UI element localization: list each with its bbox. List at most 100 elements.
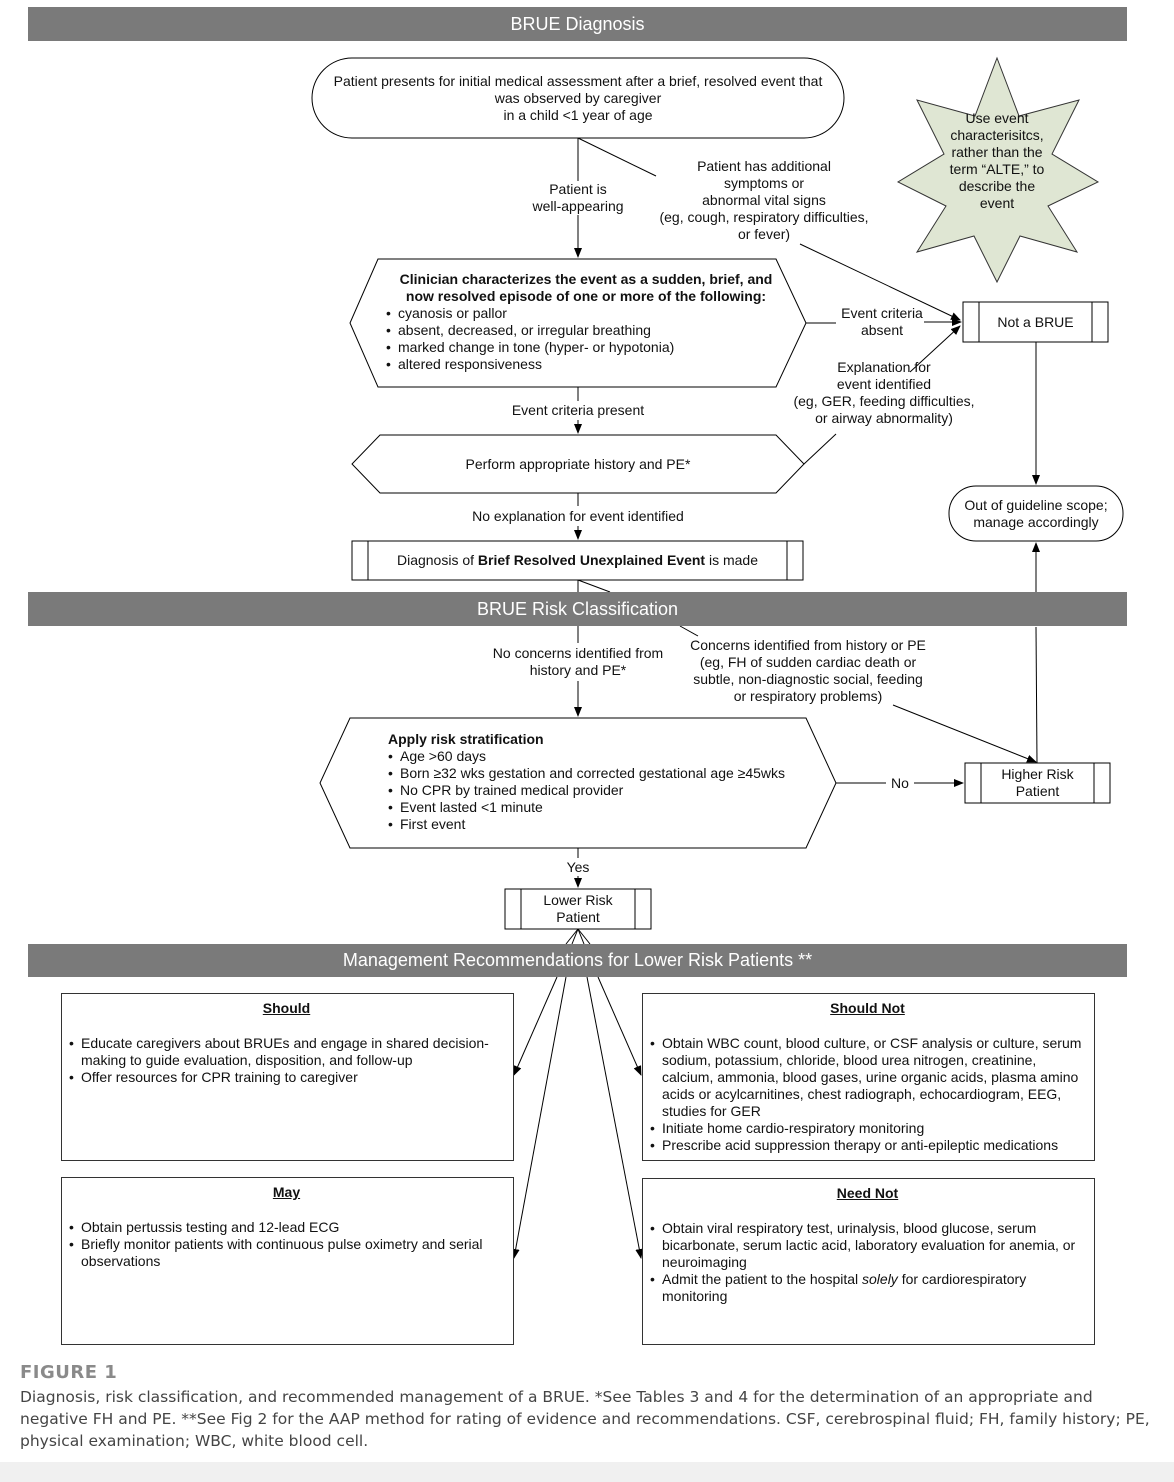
label-line: well-appearing [532,198,624,214]
history-pe-node: Perform appropriate history and PE* [465,455,691,472]
need-not-item2-pre: Admit the patient to the hospital [662,1271,863,1287]
label-explanation-identified: Explanation for event identified (eg, GE… [782,359,986,427]
should-item: Educate caregivers about BRUEs and engag… [66,1035,507,1069]
label-line: symptoms or [723,175,805,191]
history-hexagon-shape [351,434,805,494]
star-note-shape [896,56,1100,284]
need-not-item: Obtain viral respiratory test, urinalysi… [647,1220,1088,1271]
should-not-item: Initiate home cardio-respiratory monitor… [647,1120,1088,1137]
page-bottom-bar [0,1462,1174,1482]
label-additional-symptoms: Patient has additional symptoms or abnor… [648,158,880,243]
higher-risk-line: Higher Risk [1001,766,1074,782]
label-no-explanation: No explanation for event identified [472,508,684,524]
lower-risk-line: Patient [556,909,600,925]
should-box: Should Educate caregivers about BRUEs an… [61,993,514,1161]
label-line: Concerns identified from history or PE [690,637,926,653]
may-box: May Obtain pertussis testing and 12-lead… [61,1177,514,1345]
lower-risk-node: Lower Risk Patient [505,889,651,929]
label-event-criteria-present: Event criteria present [511,402,645,418]
risk-node: Apply risk stratification Age >60 days B… [388,731,808,833]
need-not-box: Need Not Obtain viral respiratory test, … [642,1178,1095,1345]
should-not-list: Obtain WBC count, blood culture, or CSF … [647,1035,1088,1154]
should-title: Should [262,1000,311,1016]
star-note-line: rather than the [951,144,1043,160]
label-line: Event criteria [841,305,923,321]
out-of-scope-shape [948,485,1124,542]
clinician-item: absent, decreased, or irregular breathin… [383,322,786,339]
out-of-scope-line: manage accordingly [973,513,1099,530]
lower-risk-box-shape [504,888,652,930]
should-list: Educate caregivers about BRUEs and engag… [66,1035,507,1086]
label-concerns: Concerns identified from history or PE (… [668,637,948,705]
may-list: Obtain pertussis testing and 12-lead ECG… [66,1219,507,1270]
lower-risk-line: Lower Risk [543,892,613,908]
section-header-management: Management Recommendations for Lower Ris… [28,944,1127,977]
may-item: Briefly monitor patients with continuous… [66,1236,507,1270]
risk-item: Born ≥32 wks gestation and corrected ges… [385,765,808,782]
need-not-title: Need Not [836,1185,899,1201]
label-line: No concerns identified from [492,645,664,661]
label-line: absent [860,322,904,338]
clinician-list: cyanosis or pallor absent, decreased, or… [383,305,786,373]
label-line: or respiratory problems) [733,688,883,704]
clinician-item: cyanosis or pallor [383,305,786,322]
star-note-line: characterisitcs, [950,127,1044,143]
out-of-scope-node: Out of guideline scope; manage according… [949,486,1123,541]
need-not-item: Admit the patient to the hospital solely… [647,1271,1088,1305]
need-not-item2-post: for cardiorespiratory monitoring [662,1271,1027,1304]
star-note-line: describe the [958,178,1036,194]
higher-risk-line: Patient [1015,783,1060,799]
should-not-box: Should Not Obtain WBC count, blood cultu… [642,993,1095,1161]
risk-item: First event [385,816,808,833]
label-line: (eg, FH of sudden cardiac death or [699,654,917,670]
start-line-3: in a child <1 year of age [503,106,653,123]
not-brue-node: Not a BRUE [997,313,1074,330]
should-item: Offer resources for CPR training to care… [66,1069,507,1086]
risk-item: No CPR by trained medical provider [385,782,808,799]
label-no-concerns: No concerns identified from history and … [478,645,678,679]
clinician-item: altered responsiveness [383,356,786,373]
label-line: (eg, GER, feeding difficulties, [793,393,975,409]
should-not-item: Prescribe acid suppression therapy or an… [647,1137,1088,1154]
need-not-list: Obtain viral respiratory test, urinalysi… [647,1220,1088,1305]
higher-risk-node: Higher Risk Patient [965,763,1110,803]
section-header-risk: BRUE Risk Classification [28,592,1127,626]
star-note: Use event characterisitcs, rather than t… [930,110,1064,212]
clinician-node: Clinician characterizes the event as a s… [386,271,786,373]
risk-heading: Apply risk stratification [388,731,544,747]
label-line: or airway abnormality) [815,410,953,426]
clinician-heading-1: Clinician characterizes the event as a s… [399,271,773,287]
clinician-item: marked change in tone (hyper- or hypoton… [383,339,786,356]
label-no: No [886,775,914,792]
label-line: event identified [836,376,932,392]
section-header-diagnosis: BRUE Diagnosis [28,7,1127,41]
need-not-item2-emphasis: solely [862,1271,898,1287]
label-line: or fever) [737,226,791,242]
diagnosis-bold: Brief Resolved Unexplained Event [477,552,706,568]
start-line-2: was observed by caregiver [494,89,662,106]
may-item: Obtain pertussis testing and 12-lead ECG [66,1219,507,1236]
label-line: Patient is [549,181,607,197]
label-line: Explanation for [837,359,931,375]
diagnosis-node: Diagnosis of Brief Resolved Unexplained … [352,541,803,580]
risk-item: Age >60 days [385,748,808,765]
may-title: May [272,1184,301,1200]
label-yes: Yes [566,859,590,875]
label-line: history and PE* [529,662,627,678]
label-line: Patient has additional [697,158,831,174]
figure-caption-text: Diagnosis, risk classification, and reco… [20,1388,1150,1450]
start-line-1: Patient presents for initial medical ass… [333,72,823,89]
diagnosis-text: Diagnosis of Brief Resolved Unexplained … [397,552,758,569]
should-not-title: Should Not [830,1000,905,1016]
label-line: subtle, non-diagnostic social, feeding [693,671,923,687]
label-event-criteria-absent: Event criteria absent [836,305,928,339]
risk-list: Age >60 days Born ≥32 wks gestation and … [385,748,808,833]
should-not-item: Obtain WBC count, blood culture, or CSF … [647,1035,1088,1120]
out-of-scope-line: Out of guideline scope; [964,496,1108,513]
diagnosis-box-shape [351,540,804,581]
label-line: abnormal vital signs [702,192,826,208]
start-node: Patient presents for initial medical ass… [312,58,844,138]
label-well-appearing: Patient is well-appearing [518,181,638,215]
diagnosis-pre: Diagnosis of [396,552,478,568]
risk-item: Event lasted <1 minute [385,799,808,816]
